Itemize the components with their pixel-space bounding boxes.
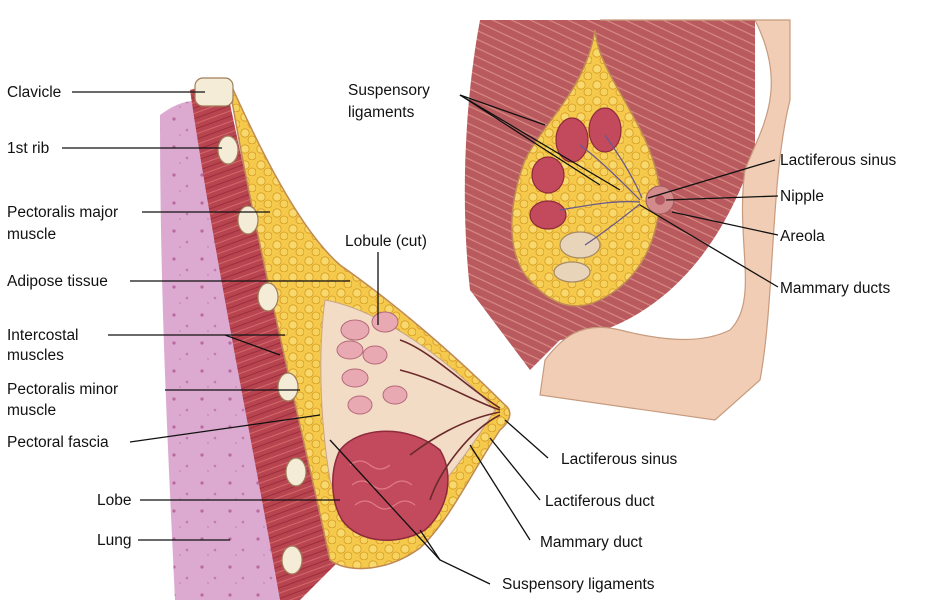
label-areola: Areola	[780, 228, 825, 245]
label-pectoral-fascia: Pectoral fascia	[7, 434, 109, 451]
label-mammary-ducts: Mammary ducts	[780, 280, 890, 297]
leader-areola	[671, 211, 779, 236]
label-susp-lig-bottom: Suspensory ligaments	[502, 576, 655, 593]
lobe-texture	[349, 460, 416, 510]
leader-susp-lig-top	[459, 94, 546, 126]
labels: Clavicle 1st rib Pectoralis major muscle…	[7, 82, 897, 593]
anterior-view	[464, 19, 791, 421]
leader-pectoral-fascia	[129, 414, 321, 443]
lobules-cut	[336, 311, 408, 415]
label-lung: Lung	[97, 532, 131, 549]
leader-susp-lig-top-3	[459, 94, 621, 191]
leader-nipple	[665, 195, 779, 201]
leader-mammary-duct	[469, 444, 531, 541]
label-mammary-duct: Mammary duct	[540, 534, 643, 551]
breast-skin-front	[539, 19, 791, 421]
label-first-rib: 1st rib	[7, 140, 49, 157]
label-pec-minor-1: Pectoralis minor	[7, 381, 118, 398]
ducts-side	[399, 339, 501, 501]
label-pec-major-1: Pectoralis major	[7, 204, 118, 221]
label-adipose: Adipose tissue	[7, 273, 108, 290]
label-lact-duct: Lactiferous duct	[545, 493, 655, 510]
ducts-front	[559, 134, 643, 246]
label-nipple: Nipple	[780, 188, 824, 205]
leader-susp-lig-bottom-2	[419, 529, 441, 561]
leader-lact-duct	[489, 437, 541, 501]
leader-mammary-ducts	[639, 204, 779, 288]
leader-lact-sinus-front	[647, 159, 776, 199]
label-pec-major-2: muscle	[7, 226, 56, 243]
label-intercostal-1: Intercostal	[7, 327, 79, 344]
leader-susp-lig-top-2	[459, 94, 601, 186]
label-lobe: Lobe	[97, 492, 131, 509]
sagittal-view	[160, 77, 511, 601]
label-lact-sinus-side: Lactiferous sinus	[561, 451, 678, 468]
label-lobule-cut: Lobule (cut)	[345, 233, 427, 250]
label-susp-lig-top-1: Suspensory	[348, 82, 430, 99]
label-lact-sinus-front: Lactiferous sinus	[780, 152, 897, 169]
label-intercostal-2: muscles	[7, 347, 64, 364]
label-clavicle: Clavicle	[7, 84, 61, 101]
lobes-front	[529, 107, 622, 283]
lung-region	[160, 100, 280, 601]
label-pec-minor-2: muscle	[7, 402, 56, 419]
leader-lact-sinus-side	[504, 419, 549, 459]
nipple-shape	[655, 195, 665, 205]
label-susp-lig-top-2: ligaments	[348, 104, 415, 121]
leader-lines	[62, 91, 779, 585]
